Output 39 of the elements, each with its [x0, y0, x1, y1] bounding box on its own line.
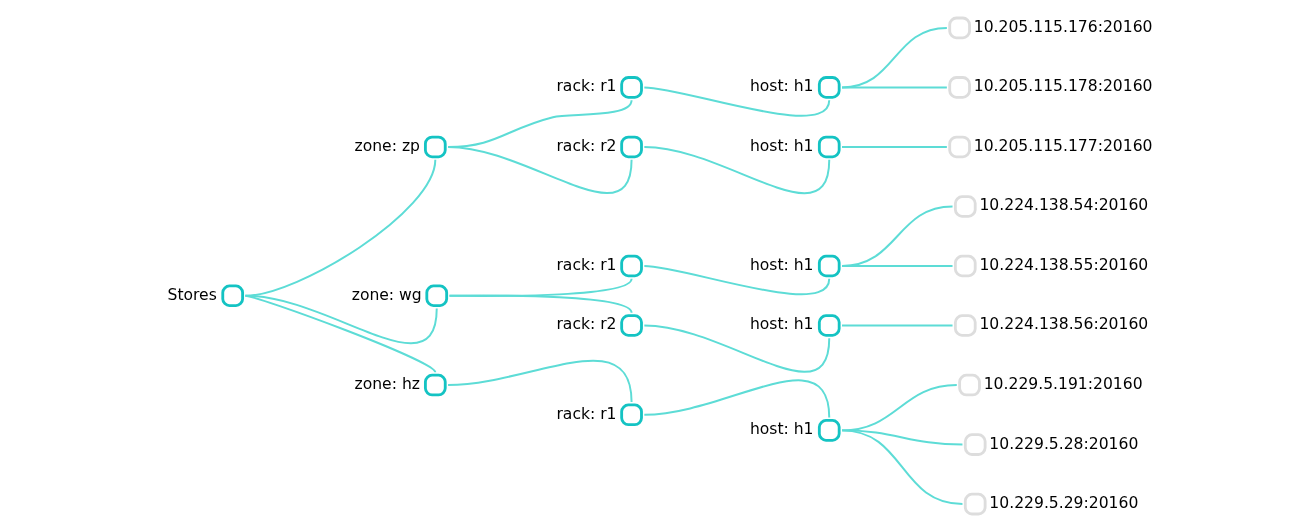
connector	[840, 324, 953, 327]
connector	[446, 359, 633, 403]
node-label: Stores	[167, 285, 217, 304]
node-label: host: h1	[749, 255, 814, 274]
connector	[840, 205, 953, 267]
node-label: 10.224.138.54:20160	[978, 196, 1148, 215]
node-label: rack: r1	[555, 404, 617, 423]
connector	[840, 26, 948, 89]
connector	[448, 294, 633, 314]
node-label: rack: r1	[555, 255, 617, 274]
node-label: 10.205.115.178:20160	[973, 77, 1152, 96]
connector	[642, 265, 830, 296]
node-label: zone: hz	[354, 375, 420, 393]
node-label: 10.229.5.29:20160	[988, 494, 1138, 513]
node-label: rack: r2	[555, 315, 617, 334]
connector	[642, 324, 830, 373]
node-label: zone: zp	[354, 136, 420, 155]
connector	[642, 146, 830, 194]
connector	[840, 265, 953, 267]
connector	[840, 429, 963, 506]
node-label: 10.229.5.28:20160	[988, 434, 1138, 453]
node-label: 10.205.115.177:20160	[973, 136, 1152, 155]
node-label: host: h1	[749, 315, 814, 334]
node-label: host: h1	[749, 420, 814, 439]
node-label: 10.224.138.56:20160	[978, 315, 1148, 334]
connector	[840, 146, 948, 148]
node-label: host: h1	[749, 77, 814, 96]
node-label: 10.229.5.191:20160	[983, 375, 1143, 393]
connector	[642, 379, 830, 419]
node-label: 10.224.138.55:20160	[978, 255, 1148, 274]
node-label: 10.205.115.176:20160	[973, 17, 1152, 36]
connector	[642, 86, 830, 117]
node-label: zone: wg	[351, 285, 422, 304]
node-label: rack: r2	[555, 136, 617, 155]
connector	[243, 294, 436, 374]
node-label: rack: r1	[555, 77, 617, 96]
connector	[840, 86, 948, 89]
connector	[446, 146, 633, 194]
node-label: host: h1	[749, 136, 814, 155]
